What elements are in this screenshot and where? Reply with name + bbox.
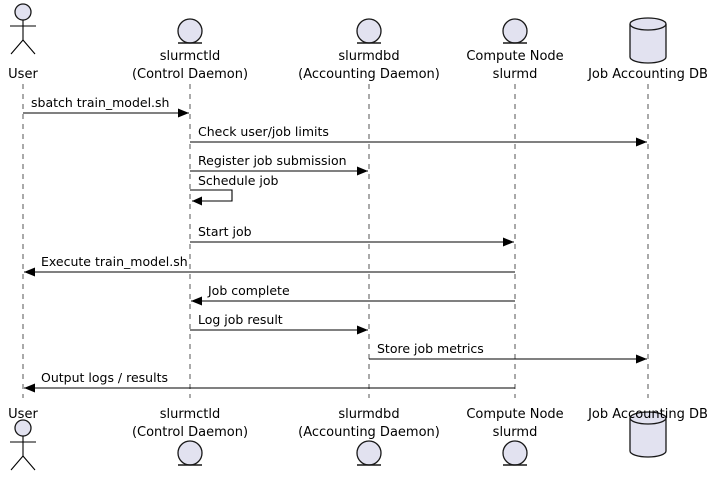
participant-user-bottom: User [8, 407, 38, 471]
entity-icon [502, 18, 528, 44]
actor-icon [14, 3, 32, 21]
message-2: Check user/job limits [190, 124, 647, 147]
message-arrow [190, 189, 233, 202]
message-5: Start job [190, 224, 514, 247]
participant-label: slurmdbd [338, 49, 399, 64]
entity-icon [177, 440, 203, 466]
message-4: Schedule job [190, 173, 279, 206]
message-label: Execute train_model.sh [41, 254, 188, 269]
message-label: Check user/job limits [198, 124, 329, 139]
message-label: Job complete [207, 283, 290, 298]
message-label: Schedule job [198, 173, 279, 188]
participant-compute-top: Compute Node slurmd [466, 18, 564, 82]
participant-compute-bottom: Compute Node slurmd [466, 407, 564, 466]
participant-slurmctld-top: slurmctld (Control Daemon) [132, 18, 248, 82]
entity-icon [502, 440, 528, 466]
message-7: Job complete [191, 283, 515, 306]
participant-label: slurmdbd [338, 407, 399, 422]
participant-label: slurmd [493, 67, 538, 82]
participant-label: Compute Node [466, 49, 563, 64]
message-label: Log job result [198, 312, 283, 327]
message-label: Start job [198, 224, 252, 239]
entity-icon [356, 18, 382, 44]
message-label: Store job metrics [377, 341, 484, 356]
message-label: Register job submission [198, 153, 347, 168]
participant-label: User [8, 407, 38, 422]
participant-label: (Control Daemon) [132, 425, 248, 440]
participant-label: slurmd [493, 425, 538, 440]
message-6: Execute train_model.sh [24, 254, 515, 277]
participant-label: User [8, 67, 38, 82]
actor-icon [14, 419, 32, 437]
entity-icon [177, 18, 203, 44]
participant-db-top: Job Accounting DB [587, 17, 708, 82]
participant-db-bottom: Job Accounting DB [587, 407, 708, 458]
message-9: Store job metrics [369, 341, 647, 364]
participant-label: Compute Node [466, 407, 563, 422]
participant-label: Job Accounting DB [587, 407, 708, 422]
entity-icon [356, 440, 382, 466]
participant-label: (Accounting Daemon) [298, 425, 440, 440]
participant-slurmdbd-top: slurmdbd (Accounting Daemon) [298, 18, 440, 82]
message-10: Output logs / results [24, 370, 515, 393]
participant-slurmdbd-bottom: slurmdbd (Accounting Daemon) [298, 407, 440, 466]
participant-label: slurmctld [160, 407, 221, 422]
message-3: Register job submission [190, 153, 368, 176]
message-1: sbatch train_model.sh [23, 95, 189, 118]
participant-label: (Accounting Daemon) [298, 67, 440, 82]
message-label: sbatch train_model.sh [31, 95, 169, 110]
participant-label: (Control Daemon) [132, 67, 248, 82]
database-icon [629, 17, 667, 64]
participant-slurmctld-bottom: slurmctld (Control Daemon) [132, 407, 248, 466]
message-label: Output logs / results [41, 370, 168, 385]
message-8: Log job result [190, 312, 368, 335]
participant-label: slurmctld [160, 49, 221, 64]
participant-user-top: User [8, 3, 38, 82]
participant-label: Job Accounting DB [587, 67, 708, 82]
